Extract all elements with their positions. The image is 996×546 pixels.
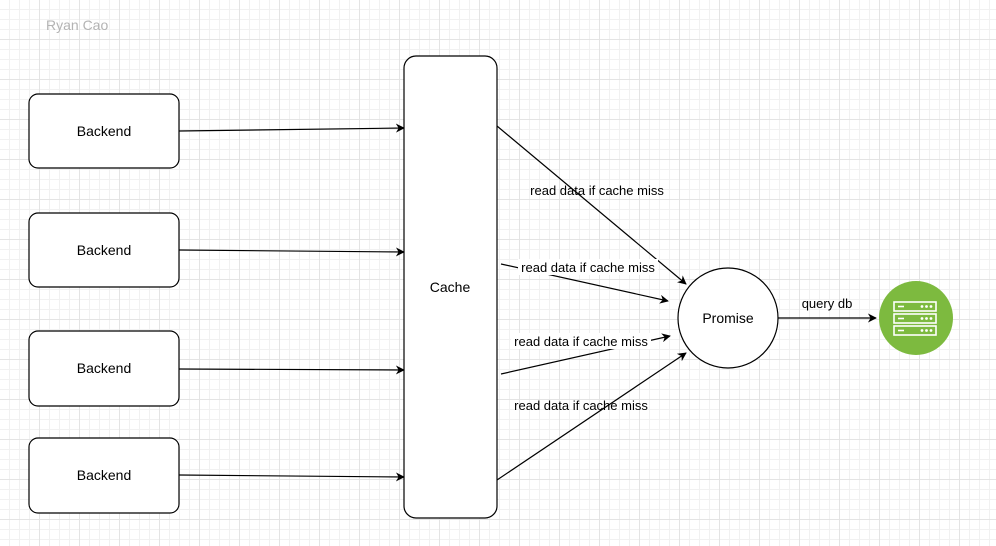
cache-node[interactable]: Cache (403, 55, 498, 519)
promise-node-label: Promise (702, 310, 754, 326)
edge-label-cache-promise-1: read data if cache miss (530, 183, 664, 198)
database-node[interactable] (879, 281, 953, 355)
edge-label-cache-promise-3: read data if cache miss (514, 334, 648, 349)
edge-backend-1-to-cache[interactable] (178, 123, 405, 133)
cache-to-promise-edges (496, 125, 687, 481)
edge-backend-2-to-cache[interactable] (178, 247, 405, 257)
edge-labels: read data if cache miss read data if cac… (511, 183, 852, 413)
promise-node[interactable]: Promise (677, 267, 779, 369)
backend-node-3[interactable]: Backend (28, 330, 180, 407)
backend-node-label: Backend (77, 123, 131, 139)
backend-to-cache-edges (178, 123, 405, 482)
backend-node-label: Backend (77, 242, 131, 258)
edge-label-cache-promise-4: read data if cache miss (514, 398, 648, 413)
backend-node-label: Backend (77, 467, 131, 483)
backend-node-4[interactable]: Backend (28, 437, 180, 514)
backend-node-2[interactable]: Backend (28, 212, 180, 288)
backend-node-label: Backend (77, 360, 131, 376)
edge-label-cache-promise-2: read data if cache miss (521, 260, 655, 275)
backend-node-1[interactable]: Backend (28, 93, 180, 169)
edge-label-bg-2 (518, 259, 658, 275)
edge-backend-4-to-cache[interactable] (178, 472, 405, 482)
cache-node-label: Cache (430, 279, 471, 295)
author-watermark: Ryan Cao (46, 17, 108, 33)
edge-cache-to-promise-1[interactable] (496, 125, 687, 285)
edge-label-query-db: query db (802, 296, 853, 311)
edge-cache-to-promise-4[interactable] (496, 352, 687, 481)
edge-backend-3-to-cache[interactable] (178, 365, 405, 375)
server-rack-icon (893, 301, 937, 336)
edge-label-bg-3 (511, 333, 651, 349)
